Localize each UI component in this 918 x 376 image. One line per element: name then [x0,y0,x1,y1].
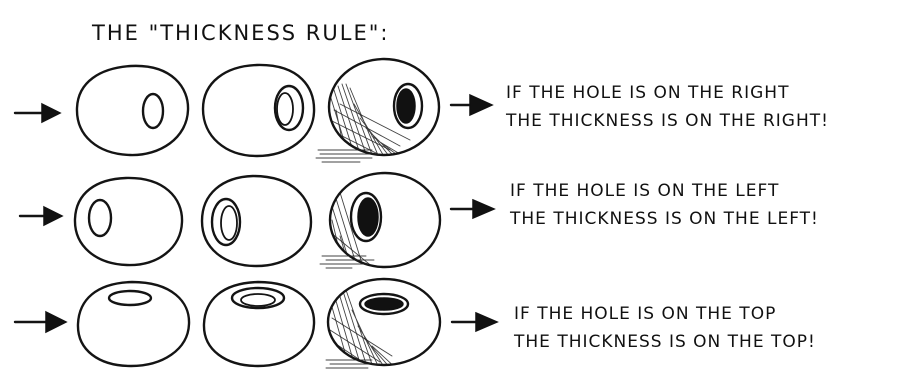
sphere-flat-hole-right [77,66,188,155]
caption-line-1: If the hole is on the left [510,181,779,201]
cast-shadow [316,150,380,162]
row-pointer-arrow [20,207,62,225]
caption-arrow [451,95,492,115]
caption-line-2: the thickness is on the right! [505,111,829,131]
sphere-shaded-hole-right [316,59,439,162]
sphere-shaded-hole-left [320,173,440,270]
row-hole-left: If the hole is on the left the thickness… [20,173,819,270]
caption-line-1: If the hole is on the top [514,304,776,324]
sphere-rim-hole-top [204,282,314,366]
caption-arrow [452,313,497,331]
caption-line-2: the thickness is on the top! [513,332,816,352]
sphere-rim-hole-left [202,176,311,266]
row-pointer-arrow [15,104,60,122]
caption-line-2: the thickness is on the left! [509,209,819,229]
cast-shadow [326,360,380,368]
diagram-title: The "Thickness Rule": [91,21,389,45]
sphere-rim-hole-right [203,65,314,156]
cast-shadow [320,256,374,268]
sphere-flat-hole-top [78,282,189,366]
sphere-flat-hole-left [75,178,182,265]
caption-arrow [451,200,494,218]
row-pointer-arrow [15,312,66,332]
sphere-shaded-hole-top [326,279,440,370]
row-hole-right: If the hole is on the right the thicknes… [15,59,829,162]
caption-line-1: If the hole is on the right [506,83,789,103]
row-hole-top: If the hole is on the top the thickness … [15,279,816,370]
